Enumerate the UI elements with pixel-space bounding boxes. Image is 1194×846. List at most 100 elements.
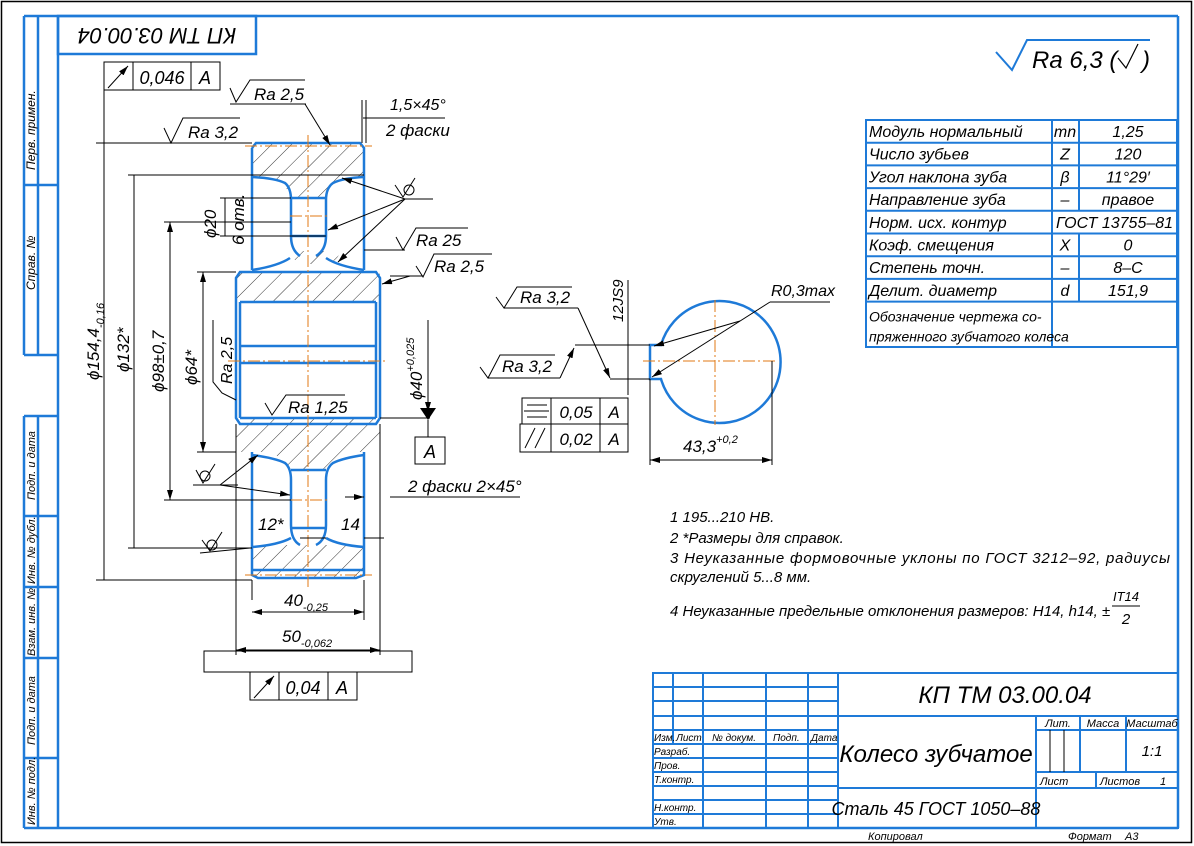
row-utv: Утв. xyxy=(653,817,677,828)
runout-top: 0,046 A xyxy=(103,61,221,91)
param-symbol: d xyxy=(1061,283,1071,300)
param-value: 120 xyxy=(1115,147,1142,164)
param-row: Направление зуба–правое xyxy=(869,192,1154,209)
runout-arrow-icon xyxy=(107,65,129,89)
strip-sprav-no: Справ. № xyxy=(24,235,38,290)
param-symbol: β xyxy=(1059,169,1069,186)
key-radius: R0,3max xyxy=(771,283,836,300)
datum-label: A xyxy=(423,442,436,462)
param-name: Обозначение чертежа со- xyxy=(869,309,1042,325)
dim-64: ϕ64* xyxy=(182,349,201,385)
dim-14: 14 xyxy=(341,515,360,534)
mirrored-stamp: КП ТМ 03.00.04 xyxy=(56,14,258,56)
param-row: Обозначение чертежа со-пряженного зубчат… xyxy=(869,309,1069,345)
key-par-value: 0,02 xyxy=(559,430,593,449)
scale-value: 1:1 xyxy=(1142,743,1163,760)
machining-roughness-icon xyxy=(394,177,416,198)
dim-98: ϕ98±0,7 xyxy=(149,330,168,392)
key-depth: 43,3+0,2 xyxy=(683,434,738,456)
row-razrab: Разраб. xyxy=(654,746,690,758)
symmetry-icon xyxy=(524,404,549,418)
ra-hub: Ra 2,5 xyxy=(434,257,485,276)
col-izm: Изм. xyxy=(654,733,675,744)
masshtab-label: Масштаб xyxy=(1126,718,1178,730)
strip-podp-data-1: Подп. и дата xyxy=(26,431,38,500)
dim-154: ϕ154,4-0,16 xyxy=(84,302,107,380)
runout-bottom: 0,04 A xyxy=(203,650,413,701)
param-name: Коэф. смещения xyxy=(869,238,994,255)
dimension-lines xyxy=(96,62,431,655)
param-symbol: X xyxy=(1059,238,1072,255)
param-value: ГОСТ 13755–81 xyxy=(1056,215,1173,232)
key-sym-value: 0,05 xyxy=(559,403,593,422)
param-value: 151,9 xyxy=(1108,283,1148,300)
listov-label: Листов xyxy=(1099,776,1140,788)
param-name: Модуль нормальный xyxy=(869,124,1023,141)
dim-12: 12* xyxy=(258,515,285,534)
ra-25: Ra 25 xyxy=(416,231,462,250)
runout-bottom-datum: A xyxy=(335,678,348,698)
chamfer-top-1: 1,5×45° xyxy=(390,97,446,114)
dim-40-bore: ϕ40+0,025 xyxy=(405,337,426,400)
keyway-view: 43,3+0,2 12JS9 Ra 3,2 Ra 3,2 R0,3max 0,0… xyxy=(479,279,836,465)
left-strip: Перв. примен. Справ. № Подп. и дата Инв.… xyxy=(22,14,58,828)
dim-40-width: 40-0,25 xyxy=(284,591,329,614)
ra-125: Ra 1,25 xyxy=(288,398,348,417)
note-1: 1 195...210 НВ. xyxy=(670,509,774,526)
title-block-text: КП ТМ 03.00.04 Колесо зубчатое Сталь 45 … xyxy=(653,682,1178,843)
param-row: Угол наклона зуба β 11°29′ xyxy=(868,169,1151,186)
param-name: Степень точн. xyxy=(869,260,985,277)
note-3: 3 Неуказанные формовочные уклоны по ГОСТ… xyxy=(670,550,1170,567)
note-fraction-den: 2 xyxy=(1121,611,1131,628)
general-roughness-label: Ra 6,3 ( xyxy=(1032,47,1120,74)
dim-50-width: 50-0,062 xyxy=(282,627,332,650)
datum-a: A xyxy=(414,408,446,465)
col-data: Дата xyxy=(810,733,838,744)
col-list: Лист xyxy=(675,733,702,744)
chamfer-bottom: 2 фаски 2×45° xyxy=(407,477,522,496)
param-symbol: – xyxy=(1060,260,1070,277)
param-value: 1,25 xyxy=(1112,124,1143,141)
parallelism-icon xyxy=(524,427,546,449)
designation: КП ТМ 03.00.04 xyxy=(918,682,1091,709)
hole-dia: ϕ20 xyxy=(201,209,220,238)
list-label: Лист xyxy=(1039,776,1068,788)
strip-perv-primen: Перв. примен. xyxy=(24,90,38,170)
row-nkontr: Н.контр. xyxy=(654,803,696,814)
param-symbol: Z xyxy=(1059,147,1071,164)
dim-132: ϕ132* xyxy=(114,326,133,372)
param-name: Делит. диаметр xyxy=(867,283,997,300)
runout-top-value: 0,046 xyxy=(139,68,185,88)
param-name: Угол наклона зуба xyxy=(868,169,1007,186)
listov-value: 1 xyxy=(1160,776,1166,788)
param-symbol: – xyxy=(1060,192,1070,209)
key-sym-datum: A xyxy=(607,403,619,422)
mirrored-designation: КП ТМ 03.00.04 xyxy=(78,23,237,48)
row-tkontr: Т.контр. xyxy=(654,775,694,786)
gear-section xyxy=(228,135,388,590)
chamfer-top-2: 2 фаски xyxy=(385,121,450,140)
param-row: Делит. диаметр d 151,9 xyxy=(867,283,1148,300)
strip-podp-data-2: Подп. и дата xyxy=(26,676,38,745)
hole-count: 6 отв. xyxy=(229,194,248,245)
lit-label: Лит. xyxy=(1044,718,1071,730)
ra-top-face: Ra 3,2 xyxy=(188,123,239,142)
param-symbol: mn xyxy=(1054,124,1076,141)
param-value: 8–С xyxy=(1113,260,1143,277)
kopiroval-label: Копировал xyxy=(868,831,923,843)
param-value: правое xyxy=(1102,192,1155,209)
ra-top-rim: Ra 2,5 xyxy=(254,85,305,104)
param-value: 11°29′ xyxy=(1106,169,1151,186)
param-row: Степень точн. – 8–С xyxy=(869,260,1143,277)
key-width: 12JS9 xyxy=(610,279,627,322)
material: Сталь 45 ГОСТ 1050–88 xyxy=(832,799,1041,819)
note-3-cont: скруглений 5...8 мм. xyxy=(670,569,811,586)
ra-bore: Ra 2,5 xyxy=(219,337,236,384)
param-name-cont: пряженного зубчатого колеса xyxy=(869,329,1069,345)
note-2: 2 *Размеры для справок. xyxy=(669,530,844,547)
